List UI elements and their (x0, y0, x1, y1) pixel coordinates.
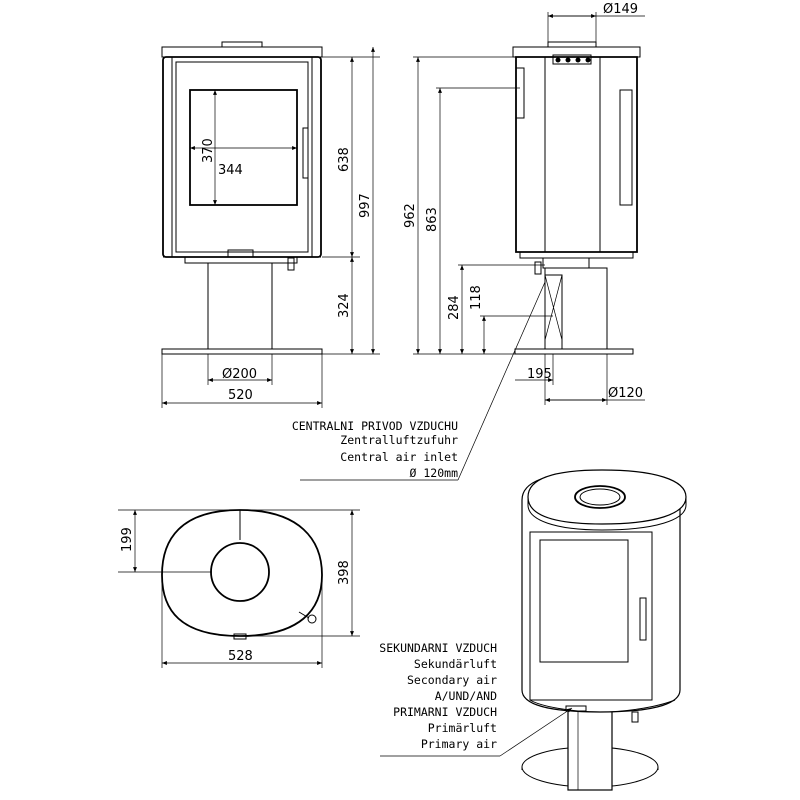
dim-top-flue-diameter: Ø149 (603, 2, 638, 17)
central-air-label-cz: CENTRALNI PRIVOD VZDUCHU (292, 419, 458, 433)
dim-side-inlet-height: 863 (425, 207, 440, 232)
dim-base-diameter: Ø200 (222, 367, 257, 382)
dim-pedestal-height: 324 (337, 293, 352, 318)
dim-side-pipe-diameter: Ø120 (608, 386, 643, 401)
primary-air-label-de: Primärluft (428, 721, 497, 735)
dim-top-depth: 398 (337, 560, 352, 585)
central-air-label-de: Zentralluftzufuhr (340, 433, 458, 447)
secondary-air-label-cz: SEKUNDARNI VZDUCH (379, 641, 497, 655)
dim-glass-width: 344 (218, 163, 243, 178)
secondary-air-label-de: Sekundärluft (414, 657, 497, 671)
top-view (161, 509, 323, 640)
central-air-callout: CENTRALNI PRIVOD VZDUCHU Zentralluftzufu… (292, 281, 546, 481)
secondary-air-callout: SEKUNDARNI VZDUCH Sekundärluft Secondary… (379, 641, 573, 757)
central-air-label-dia: Ø 120mm (410, 466, 459, 480)
primary-air-label-cz: PRIMARNI VZDUCH (393, 705, 497, 719)
dim-top-width: 528 (228, 649, 253, 664)
front-view (161, 41, 323, 355)
dim-side-pipe-height: 284 (447, 295, 462, 320)
dim-base-width: 520 (228, 388, 253, 403)
secondary-air-label-en: Secondary air (407, 673, 497, 687)
side-view (512, 41, 641, 355)
dim-side-pipe-center: 118 (469, 285, 484, 310)
dim-side-pipe-offset: 195 (527, 367, 552, 382)
dim-body-height: 638 (337, 147, 352, 172)
dim-total-height: 997 (358, 193, 373, 218)
central-air-label-en: Central air inlet (340, 450, 458, 464)
top-dimensions: 199 398 528 (118, 509, 360, 668)
and-label: A/UND/AND (435, 689, 497, 703)
primary-air-label-en: Primary air (421, 737, 497, 751)
front-dimensions: 344 370 638 324 997 Ø200 520 (161, 47, 380, 408)
dim-top-half-depth: 199 (120, 527, 135, 552)
dim-side-total-height: 962 (403, 203, 418, 228)
dim-glass-height: 370 (201, 138, 216, 163)
perspective-view (521, 469, 687, 791)
side-dimensions: Ø149 962 863 284 118 195 Ø120 (403, 2, 645, 405)
